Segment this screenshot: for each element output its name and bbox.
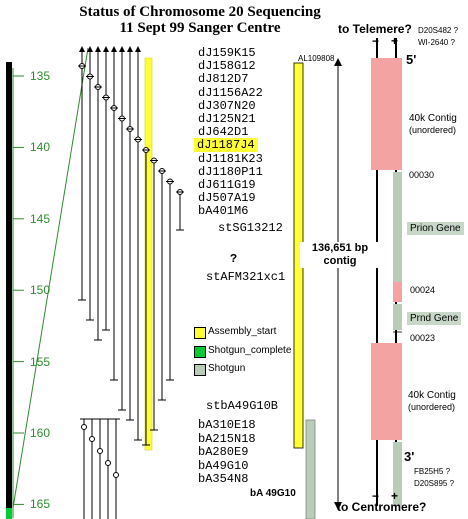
clone-arrow-5 xyxy=(119,46,125,52)
axis-bar xyxy=(6,62,12,508)
contig40k-bottom-label: 40k Contig xyxy=(408,390,456,401)
clone-label-bA49G10: bA49G10 xyxy=(198,458,249,473)
strand-minus-top: − xyxy=(372,34,380,48)
clone-arrow-7 xyxy=(135,46,141,52)
clone-label-dJ611G19: dJ611G19 xyxy=(198,178,256,192)
three-prime-label: 3' xyxy=(404,449,415,464)
clone-label-bA354N8: bA354N8 xyxy=(198,472,249,486)
clone-label-dJ307N20: dJ307N20 xyxy=(198,98,256,113)
legend-shotgun-swatch xyxy=(194,364,206,376)
strand-plus-top: + xyxy=(391,34,399,48)
clone-label-bA401M6: bA401M6 xyxy=(198,204,249,219)
shotgun-strip-2 xyxy=(393,304,402,330)
pink-strip-1 xyxy=(393,282,402,302)
ba-49g10-bold: bA 49G10 xyxy=(250,488,296,499)
contig-arrow-head-bottom xyxy=(334,502,342,510)
clone-lines xyxy=(78,46,184,519)
label-00024: 00024 xyxy=(410,285,436,295)
clone-label-dJ642D1: dJ642D1 xyxy=(198,125,249,140)
clone-arrow-1 xyxy=(87,46,93,52)
legend-shotgun-label: Shotgun xyxy=(208,363,246,374)
marker-question: ? xyxy=(230,252,238,266)
prion-gene-label: Prion Gene xyxy=(407,222,464,235)
contig40k-bottom-region xyxy=(371,343,402,440)
tick-label-155: 155 xyxy=(30,354,51,369)
contig-size-unit: contig xyxy=(323,255,357,267)
clone-label-bA215N18: bA215N18 xyxy=(198,431,256,446)
strand-gap xyxy=(381,44,392,506)
contig40k-top-region xyxy=(371,58,402,170)
strand-minus-bottom: − xyxy=(372,489,380,503)
bottom-clone-marker-3 xyxy=(105,460,111,466)
tick-label-150: 150 xyxy=(30,283,51,298)
top-marker-2: WI-2640 ? xyxy=(418,38,455,47)
marker-stba: stbA49G10B xyxy=(206,399,279,413)
clone-label-bA280E9: bA280E9 xyxy=(198,445,249,459)
clone-label-dJ125N21: dJ125N21 xyxy=(198,112,256,126)
title-line-1: Status of Chromosome 20 Sequencing xyxy=(79,4,321,20)
tick-label-165: 165 xyxy=(30,497,51,512)
bottom-marker-2: D20S895 ? xyxy=(414,479,455,488)
clone-label-dJ812D7: dJ812D7 xyxy=(198,72,249,87)
contig-size-value: 136,651 bp xyxy=(311,242,369,254)
strand-plus-bottom: + xyxy=(391,489,399,503)
bottom-clone-marker-1 xyxy=(89,436,95,442)
bottom-clone-marker-2 xyxy=(97,448,103,454)
tick-label-135: 135 xyxy=(30,69,51,83)
tick-label-145: 145 xyxy=(30,211,51,226)
prnd-gene-label: Prnd Gene xyxy=(407,312,462,325)
shotgun-strip-3 xyxy=(393,442,402,506)
title-line-2: 11 Sept 99 Sanger Centre xyxy=(119,20,281,36)
legend-assembly-swatch xyxy=(194,327,206,339)
clone-label-dJ159K15: dJ159K15 xyxy=(198,46,256,60)
bottom-clone-marker-0 xyxy=(81,424,87,430)
contig40k-top-sub: (unordered) xyxy=(409,125,457,135)
shotgun-strip-1 xyxy=(393,172,402,282)
bottom-marker-1: FB25H5 ? xyxy=(414,467,451,476)
axis-diagonal xyxy=(12,47,89,509)
centromere-label: to Centromere? xyxy=(337,500,427,514)
clone-arrow-2 xyxy=(95,46,101,52)
label-00023: 00023 xyxy=(410,333,436,343)
clone-label-dJ1187J4: dJ1187J4 xyxy=(194,138,258,153)
contig40k-top-label: 40k Contig xyxy=(409,113,457,124)
tick-marks xyxy=(13,75,24,505)
clone-arrow-3 xyxy=(103,46,109,52)
clone-arrow-4 xyxy=(111,46,117,52)
contig-arrow-head-top xyxy=(334,58,342,66)
tick-label-160: 160 xyxy=(30,426,51,440)
clone-arrow-0 xyxy=(79,46,85,52)
marker-stafm: stAFM321xc1 xyxy=(206,270,286,284)
top-marker-1: D20S482 ? xyxy=(418,26,459,35)
tick-label-140: 140 xyxy=(30,140,51,155)
clone-label-dJ1156A22: dJ1156A22 xyxy=(198,85,263,100)
shotgun-complete-segment xyxy=(6,508,12,519)
clone-label-bA310E18: bA310E18 xyxy=(198,418,256,432)
label-00030: 00030 xyxy=(409,170,435,180)
five-prime-label: 5' xyxy=(406,52,417,67)
assembly-bar-left xyxy=(144,57,153,451)
clone-label-dJ1180P11: dJ1180P11 xyxy=(198,164,263,179)
clone-label-dJ158G12: dJ158G12 xyxy=(198,59,256,74)
accession-label: AL109808 xyxy=(298,54,335,63)
clone-label-dJ1181K23: dJ1181K23 xyxy=(198,151,263,166)
telomere-label: to Telemere? xyxy=(338,22,412,36)
contig-size: 136,651 bp contig xyxy=(300,242,380,268)
contig40k-bottom-sub: (unordered) xyxy=(408,402,456,412)
bottom-clone-marker-4 xyxy=(113,472,119,478)
clone-label-dJ507A19: dJ507A19 xyxy=(198,191,256,206)
marker-stsg: stSG13212 xyxy=(218,221,283,235)
legend-assembly-label: Assembly_start xyxy=(208,326,277,337)
shotgun-bar xyxy=(305,419,316,519)
legend-shotgun-complete-swatch xyxy=(194,346,206,358)
legend-shotgun-complete-label: Shotgun_complete xyxy=(208,345,292,356)
clone-arrow-6 xyxy=(127,46,133,52)
